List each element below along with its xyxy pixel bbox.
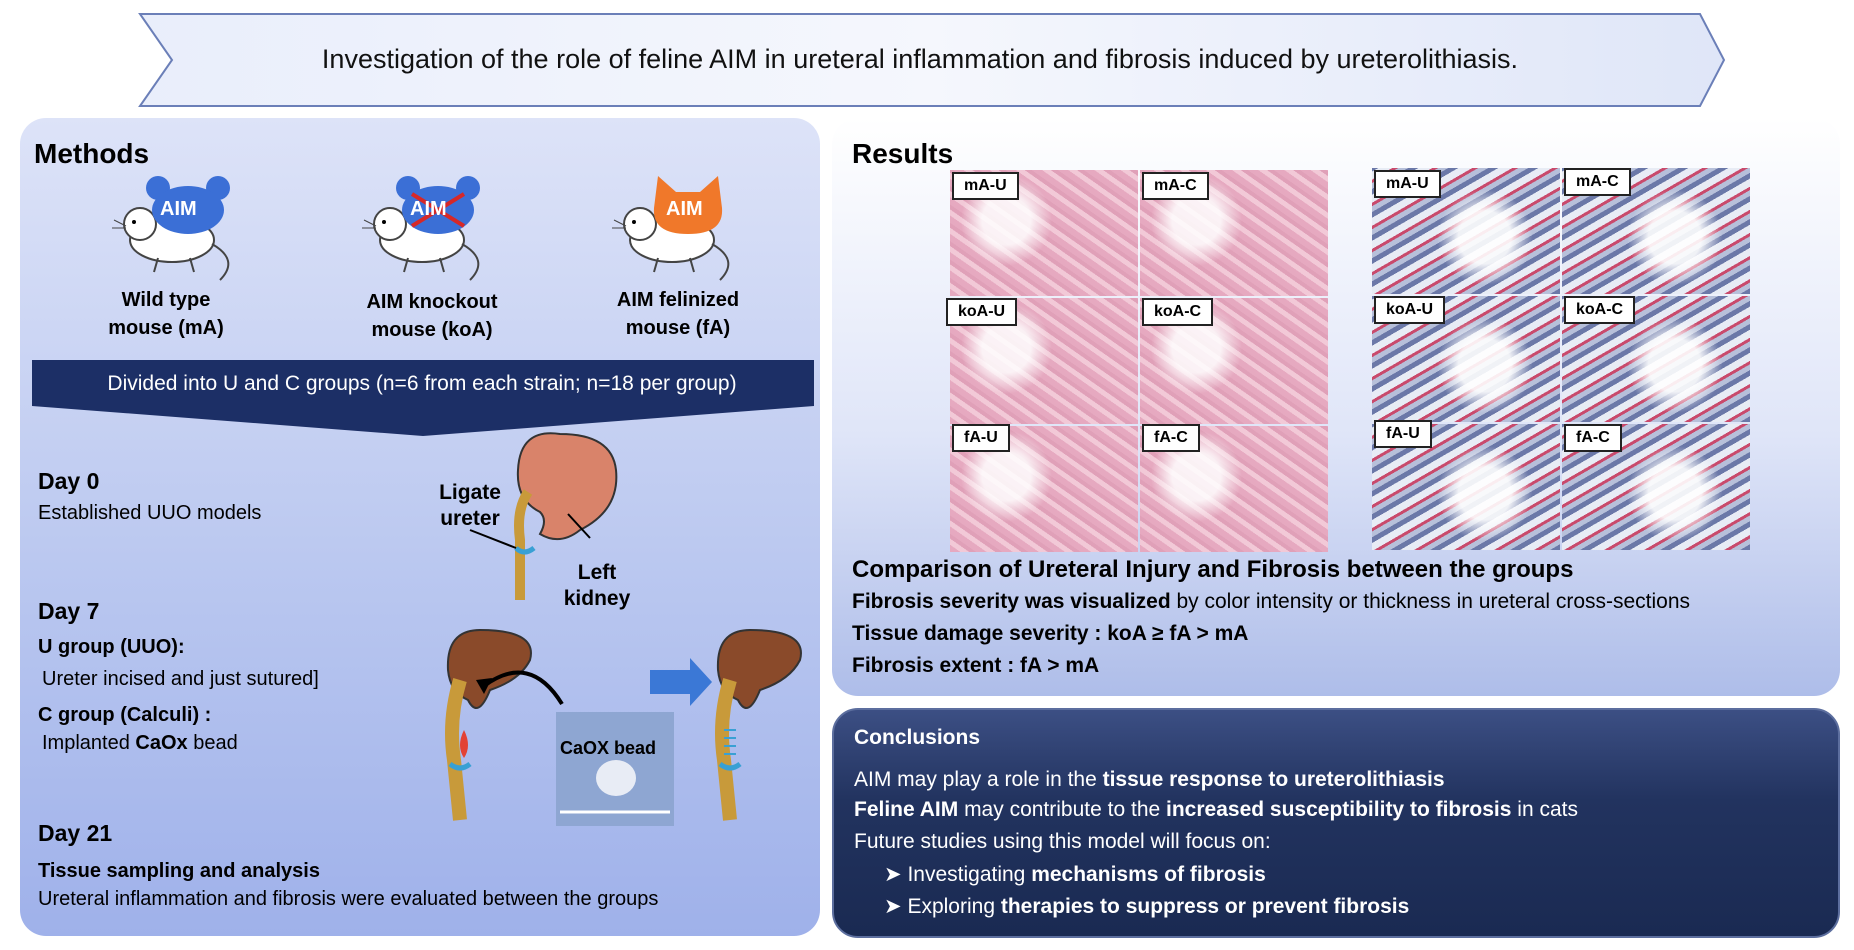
u-group-text: Ureter incised and just sutured] [42,668,319,690]
day0-title: Day 0 [38,468,100,494]
results-title: Results [852,138,954,169]
trichrome-label: mA-U [1374,170,1441,198]
c-group-text: Implanted CaOx bead [42,732,238,754]
left-kidney-icon [516,432,618,541]
trichrome-label: koA-U [1374,296,1446,324]
felinized-mouse-icon [612,176,730,281]
c-group-title: C group (Calculi) : [38,704,212,726]
conclusions-panel [832,708,1840,938]
arrow-bullet-icon: ➤ [884,895,902,918]
day21-title: Day 21 [38,820,113,846]
conclusion-line-3: Future studies using this model will foc… [854,830,1271,853]
day0-text: Established UUO models [38,502,262,524]
trichrome-label: mA-C [1564,168,1631,196]
results-line-1: Fibrosis severity was visualized by colo… [852,590,1691,613]
trichrome-label: fA-U [1374,420,1432,448]
uuo-diagram [445,432,802,826]
trichrome-label: koA-C [1564,296,1636,324]
results-line-3: Fibrosis extent : fA > mA [852,654,1100,677]
comparison-title: Comparison of Ureteral Injury and Fibros… [852,556,1574,583]
conclusions-title: Conclusions [854,726,981,749]
conclusion-line-1: AIM may play a role in the tissue respon… [854,768,1445,791]
he-label: mA-U [952,172,1019,200]
results-line-2: Tissue damage severity : koA ≥ fA > mA [852,622,1249,645]
banner-title: Investigation of the role of feline AIM … [321,44,1519,74]
he-label: fA-C [1142,424,1200,452]
knockout-badge: AIM [410,198,447,220]
bead-label: CaOX bead [560,738,657,758]
day21-text: Ureteral inflammation and fibrosis were … [38,888,659,910]
conclusion-line-2: Feline AIM may contribute to the increas… [854,798,1578,821]
he-label: koA-C [1142,298,1214,326]
conclusion-bullet-1: ➤ Investigating mechanisms of fibrosis [884,863,1266,886]
conclusion-bullet-2: ➤ Exploring therapies to suppress or pre… [884,895,1410,918]
groups-banner [32,360,814,436]
day21-subtitle: Tissue sampling and analysis [38,860,320,882]
he-label: koA-U [946,298,1018,326]
wild-type-mouse-icon [112,176,230,281]
wild-type-badge: AIM [160,198,197,220]
arrow-bullet-icon: ➤ [884,863,902,886]
day7-title: Day 7 [38,598,100,624]
knockout-mouse-icon [362,176,480,281]
title-banner [138,13,1726,107]
groups-text: Divided into U and C groups (n=6 from ea… [107,372,737,395]
trichrome-label: fA-C [1564,424,1622,452]
u-group-title: U group (UUO): [38,636,185,658]
methods-title: Methods [34,138,150,169]
felinized-badge: AIM [666,198,703,220]
he-label: fA-U [952,424,1010,452]
he-label: mA-C [1142,172,1209,200]
